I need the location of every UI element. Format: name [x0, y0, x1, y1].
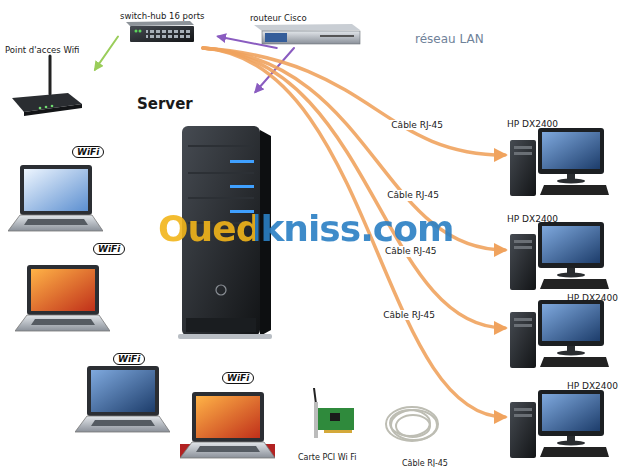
desktop-pc-icon — [510, 222, 609, 290]
desktop-pc-icon — [510, 300, 609, 368]
wifi-logo-holder: WiFi — [113, 347, 145, 366]
part-label: Câble RJ-45 — [402, 459, 448, 467]
edge-label: Câble RJ-45 — [389, 120, 445, 131]
node-label: routeur Cisco — [250, 14, 307, 24]
switch-icon — [126, 21, 194, 42]
part-label: Carte PCI Wi Fi — [298, 453, 356, 462]
node-label: HP DX2400 — [567, 381, 618, 391]
node-label: Server — [137, 96, 193, 113]
laptop-icon — [180, 392, 275, 458]
cable-coil-icon — [386, 407, 438, 441]
link-arrow — [218, 37, 277, 49]
node-label: HP DX2400 — [507, 214, 558, 224]
node-label: HP DX2400 — [567, 293, 618, 303]
desktop-node: HP DX2400 — [505, 205, 617, 295]
wifi-logo-holder: WiFi — [222, 366, 254, 385]
network-title-holder: réseau LAN — [415, 28, 484, 47]
laptop-icon — [75, 366, 170, 432]
part-label-holder: Carte PCI Wi Fi — [298, 445, 356, 464]
desktop-pc-icon — [510, 390, 609, 458]
wifi-logo-holder: WiFi — [93, 237, 125, 256]
access-point-icon — [12, 56, 82, 116]
wifi-logo-holder: WiFi — [72, 140, 104, 159]
wifi-logo: WiFi — [72, 146, 104, 158]
edge-label: Câble RJ-45 — [381, 310, 437, 321]
laptop-icon — [8, 165, 103, 231]
network-title: réseau LAN — [415, 32, 484, 46]
part-label-holder: Câble RJ-45 — [402, 451, 448, 467]
edge-label: Câble RJ-45 — [383, 246, 439, 257]
wifi-link-arrow — [95, 37, 118, 70]
cable-connector — [203, 48, 505, 155]
wifi-logo: WiFi — [113, 353, 145, 365]
desktop-node: HP DX2400 — [505, 110, 617, 200]
switch-node: switch-hub 16 ports — [118, 2, 218, 48]
edge-label: Câble RJ-45 — [385, 190, 441, 201]
wifi-logo: WiFi — [93, 243, 125, 255]
watermark: Ouedkniss.com — [158, 208, 453, 249]
watermark-holder: Ouedkniss.com — [158, 208, 453, 249]
router-node: routeur Cisco — [248, 4, 363, 48]
pci-card-icon — [314, 388, 354, 438]
desktop-node: HP DX2400 — [505, 372, 620, 462]
wifi-logo: WiFi — [222, 372, 254, 384]
router-icon — [254, 24, 360, 44]
cable-connector — [203, 48, 505, 328]
node-label: Point d'acces Wifi — [5, 46, 79, 56]
desktop-pc-icon — [510, 128, 609, 196]
node-label: switch-hub 16 ports — [120, 12, 204, 22]
node-label: HP DX2400 — [507, 119, 558, 129]
laptop-icon — [15, 265, 110, 331]
desktop-node: HP DX2400 — [505, 284, 620, 372]
access-point-node: Point d'acces Wifi — [3, 36, 95, 120]
